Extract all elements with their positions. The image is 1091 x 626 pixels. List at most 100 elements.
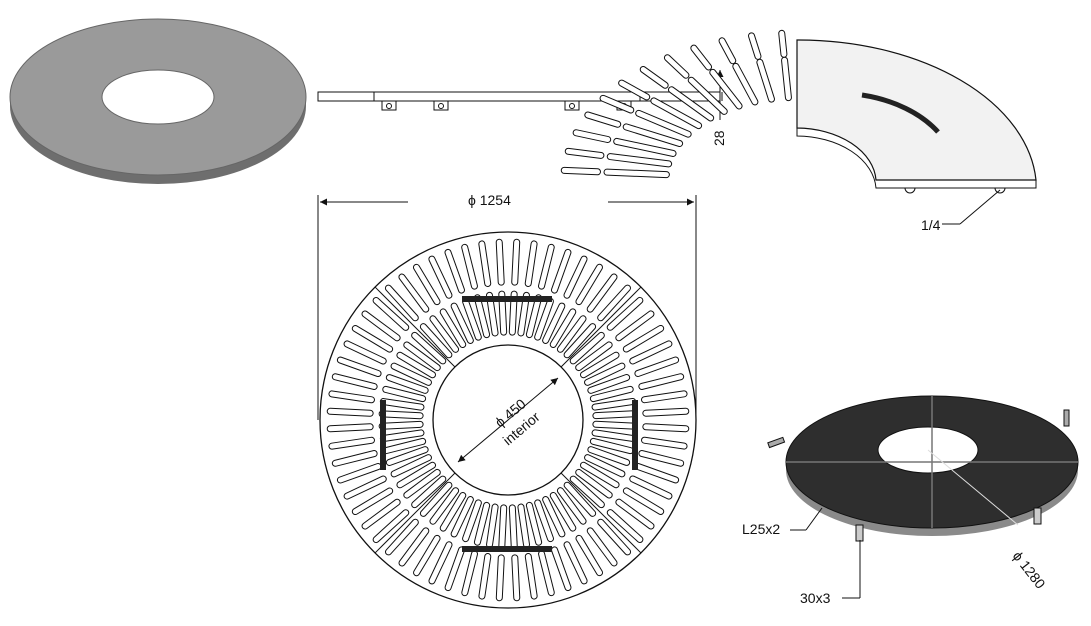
plan-outer-slot [638,373,685,390]
plan-inner-slot [379,429,425,443]
quarter-slot [613,137,677,157]
plan-outer-slot [343,475,387,500]
quarter-slot [781,56,792,102]
plan-outer-slot [372,509,410,544]
flat-bar-label: 30x3 [800,590,831,606]
plan-outer-slot [372,296,410,331]
quarter-slot [732,62,759,106]
plan-outer-slot [398,273,430,313]
connection-plate [632,400,638,470]
outer-diameter-dimension: ϕ 1254 [468,192,511,208]
plan-inner-slot [592,410,638,420]
plan-inner-slot [575,468,613,499]
plan-inner-slot [411,331,447,365]
plan-outer-slot [634,356,680,377]
plan-inner-slot [429,487,460,525]
plan-outer-slot [563,255,588,299]
quarter-slot [599,94,635,114]
plan-outer-slot [511,554,521,602]
thickness-dimension: 28 [711,130,727,146]
plan-outer-slot [606,296,644,331]
plan-outer-slot [343,340,387,365]
plan-outer-slot [478,240,492,287]
plan-inner-slot [473,501,491,546]
quarter-slot [709,68,743,110]
plan-outer-slot [361,310,401,342]
plan-inner-slot [589,385,634,403]
quarter-slot [584,111,622,128]
plan-inner-slot [498,504,508,550]
plan-outer-slot [615,498,655,530]
plan-inner-slot [563,481,597,517]
plan-outer-slot [511,238,521,286]
plan-inner-slot [575,341,613,372]
plan-view [319,231,697,609]
plan-outer-slot [641,436,688,450]
plan-inner-slot [542,302,566,344]
plan-outer-slot [634,462,680,484]
plan-inner-slot [462,297,482,341]
plan-outer-slot [461,243,478,290]
plan-inner-slot [587,374,631,394]
segment-seam [374,472,456,554]
quarter-slot [635,109,692,138]
connection-plate [462,296,552,302]
plan-outer-slot [428,541,453,585]
plan-inner-slot [584,362,626,386]
plan-outer-slot [551,546,572,592]
plan-outer-slot [398,527,430,567]
plan-inner-slot [385,446,429,466]
plan-outer-slot [478,553,492,600]
plan-outer-slot [444,248,465,294]
quarter-slot [622,123,684,148]
plan-outer-slot [336,463,382,484]
plan-inner-slot [382,437,427,455]
plan-inner-slot [517,503,531,549]
quarter-slot [687,76,728,115]
plan-outer-slot [575,263,603,306]
plan-outer-slot [336,356,382,378]
angle-profile-label: L25x2 [742,521,780,537]
quarter-slot [639,65,669,89]
quarter-label: 1/4 [921,217,941,233]
plan-outer-slot [615,310,655,342]
plan-outer-slot [444,546,466,592]
plan-inner-slot [542,496,566,538]
plan-outer-slot [606,509,644,544]
plan-outer-slot [524,240,538,287]
plan-outer-slot [622,324,665,353]
plan-inner-slot [378,410,424,420]
plan-inner-slot [525,501,543,546]
quarter-slot [560,166,602,176]
plan-inner-slot [403,341,441,372]
quarter-slot [663,54,690,79]
plan-inner-slot [403,468,441,499]
plan-inner-slot [556,487,587,525]
plan-inner-slot [579,461,620,489]
plan-inner-slot [462,499,482,543]
plan-inner-slot [534,499,554,543]
plan-outer-slot [495,554,505,602]
quarter-slot [606,153,673,168]
quarter-slot [603,168,670,179]
plan-outer-slot [428,255,453,299]
isometric-frame-view [767,395,1079,599]
plan-inner-slot [525,294,543,339]
quarter-slot [718,37,737,65]
plan-outer-slot [586,273,618,313]
plan-outer-slot [538,550,555,597]
plan-outer-slot [331,373,378,390]
plan-inner-slot [450,496,474,538]
plan-inner-slot [563,323,597,359]
plan-inner-slot [591,429,637,442]
plan-inner-slot [390,454,432,478]
quarter-slot [572,129,612,143]
plan-inner-slot [534,297,554,341]
quarter-slot [747,32,762,60]
isometric-grating-view [9,18,307,184]
plan-outer-slot [638,450,685,467]
plan-inner-slot [508,504,518,550]
plan-outer-slot [461,550,478,597]
plan-inner-slot [378,420,424,430]
plan-inner-slot [556,315,587,353]
